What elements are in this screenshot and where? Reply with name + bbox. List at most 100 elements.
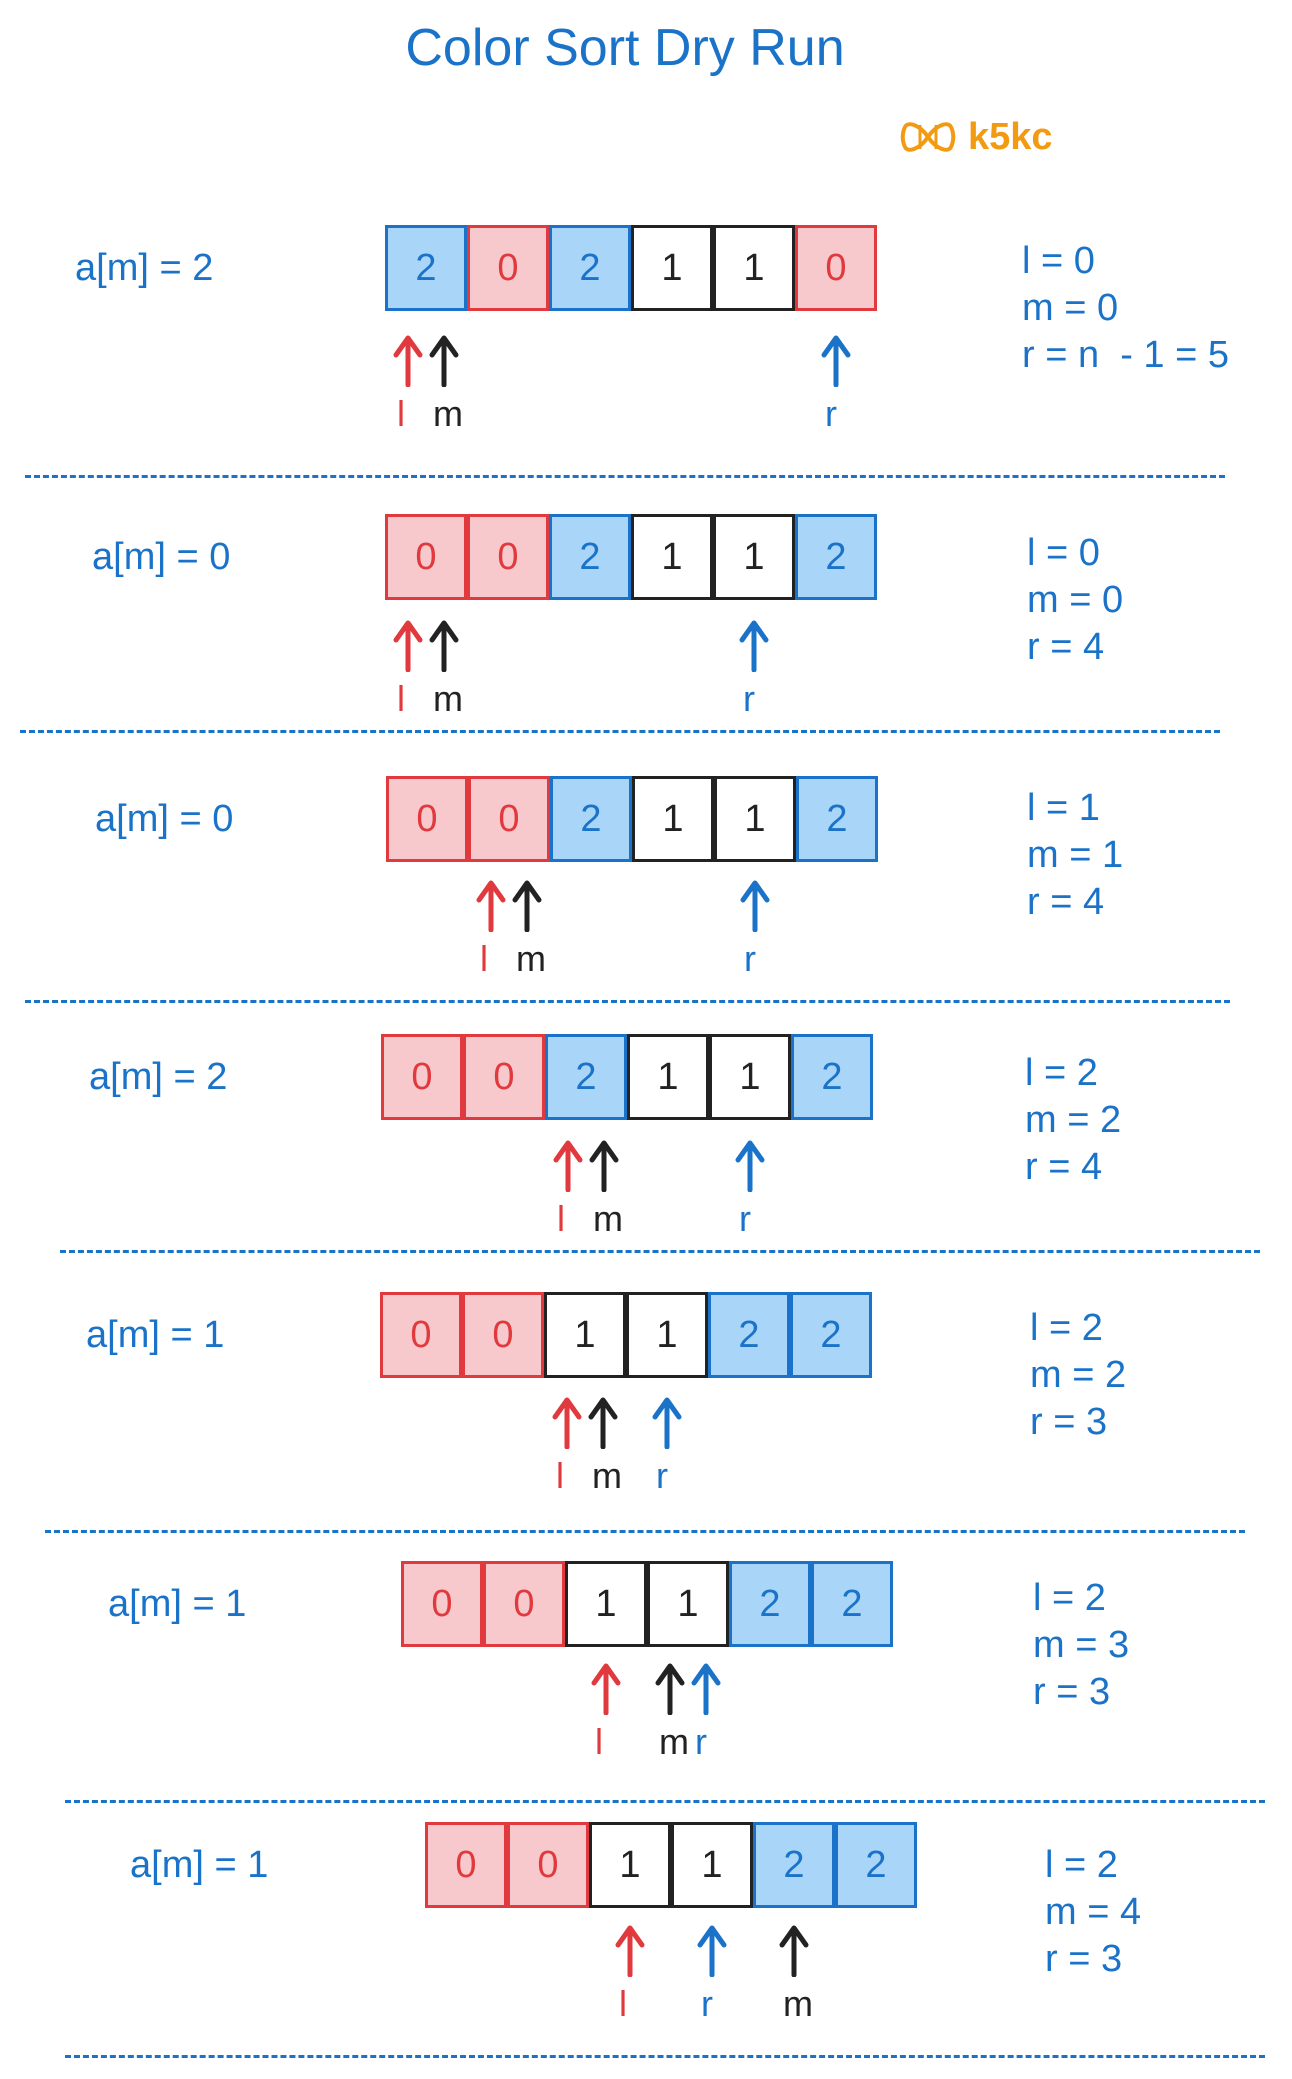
array-cell: 1: [627, 1034, 709, 1120]
step-condition: a[m] = 2: [75, 247, 214, 289]
bowtie-logo-icon: [900, 117, 956, 157]
pointer-m-label: m: [592, 1455, 622, 1496]
pointer-l-arrow-icon: [393, 620, 423, 672]
step-condition: a[m] = 1: [108, 1583, 247, 1625]
pointer-state-line: l = 2: [1030, 1307, 1103, 1349]
pointer-r-label: r: [656, 1455, 668, 1496]
array-cell: 2: [835, 1822, 917, 1908]
step-divider: [60, 1250, 1260, 1253]
array-cell: 0: [483, 1561, 565, 1647]
pointer-r-arrow-icon: [740, 880, 770, 932]
step-divider: [65, 1800, 1265, 1803]
array-cell: 2: [811, 1561, 893, 1647]
pointer-state-line: l = 2: [1025, 1052, 1098, 1094]
array-cell: 2: [753, 1822, 835, 1908]
brand-logo: k5kc: [900, 112, 1053, 162]
step-condition: a[m] = 1: [86, 1314, 225, 1356]
array-cell: 0: [425, 1822, 507, 1908]
pointer-l-arrow-icon: [591, 1663, 621, 1715]
pointer-l-label: l: [556, 1455, 564, 1496]
pointer-state-line: m = 0: [1022, 287, 1119, 329]
pointer-l-arrow-icon: [553, 1140, 583, 1192]
step-divider: [20, 730, 1220, 733]
pointer-state-line: l = 0: [1022, 240, 1095, 282]
pointer-l-arrow-icon: [552, 1397, 582, 1449]
pointer-state-line: r = n - 1 = 5: [1022, 334, 1229, 376]
pointer-m-label: m: [659, 1721, 689, 1762]
array-cell: 0: [385, 514, 467, 600]
array-cell: 1: [671, 1822, 753, 1908]
array-cell: 2: [791, 1034, 873, 1120]
array-cell: 1: [631, 514, 713, 600]
step-condition: a[m] = 0: [92, 536, 231, 578]
pointer-state: l = 2 m = 2 r = 4: [1025, 1050, 1121, 1191]
pointer-m-arrow-icon: [589, 1140, 619, 1192]
pointer-state-line: r = 4: [1025, 1146, 1103, 1188]
pointer-r-label: r: [739, 1198, 751, 1239]
step-divider: [25, 475, 1225, 478]
pointer-r-arrow-icon: [697, 1925, 727, 1977]
pointer-m-arrow-icon: [655, 1663, 685, 1715]
step-condition: a[m] = 1: [130, 1844, 269, 1886]
pointer-state-line: r = 3: [1045, 1938, 1123, 1980]
pointer-m-arrow-icon: [512, 880, 542, 932]
array-cell: 1: [565, 1561, 647, 1647]
pointer-l-arrow-icon: [393, 335, 423, 387]
array-cell: 1: [632, 776, 714, 862]
step-divider: [45, 1530, 1245, 1533]
array-cell: 2: [549, 514, 631, 600]
step-divider: [65, 2055, 1265, 2058]
pointer-r-label: r: [825, 393, 837, 434]
array-cell: 1: [544, 1292, 626, 1378]
pointer-state-line: m = 0: [1027, 579, 1124, 621]
pointer-state-line: r = 3: [1030, 1401, 1108, 1443]
step-divider: [25, 1000, 1230, 1003]
pointer-m-label: m: [593, 1198, 623, 1239]
pointer-state: l = 0 m = 0 r = 4: [1027, 530, 1123, 671]
pointer-state-line: m = 2: [1025, 1099, 1122, 1141]
pointer-m-label: m: [516, 938, 546, 979]
pointer-l-label: l: [397, 393, 405, 434]
array-cell: 0: [380, 1292, 462, 1378]
array-cell: 0: [795, 225, 877, 311]
array-cell: 2: [790, 1292, 872, 1378]
pointer-l-label: l: [557, 1198, 565, 1239]
pointer-state-line: l = 0: [1027, 532, 1100, 574]
array-cell: 0: [507, 1822, 589, 1908]
array-cell: 2: [549, 225, 631, 311]
pointer-m-arrow-icon: [429, 335, 459, 387]
pointer-l-arrow-icon: [615, 1925, 645, 1977]
array-cell: 2: [385, 225, 467, 311]
pointer-r-arrow-icon: [691, 1663, 721, 1715]
pointer-l-arrow-icon: [476, 880, 506, 932]
array-cell: 2: [545, 1034, 627, 1120]
pointer-l-label: l: [480, 938, 488, 979]
pointer-r-arrow-icon: [739, 620, 769, 672]
pointer-state-line: m = 1: [1027, 834, 1124, 876]
array-cell: 1: [714, 776, 796, 862]
diagram-title: Color Sort Dry Run: [405, 19, 845, 77]
array-cell: 1: [709, 1034, 791, 1120]
array-cell: 1: [713, 225, 795, 311]
pointer-state-line: m = 3: [1033, 1624, 1130, 1666]
pointer-m-arrow-icon: [588, 1397, 618, 1449]
pointer-r-arrow-icon: [652, 1397, 682, 1449]
pointer-m-label: m: [433, 678, 463, 719]
pointer-state: l = 0 m = 0 r = n - 1 = 5: [1022, 238, 1229, 379]
step-condition: a[m] = 2: [89, 1056, 228, 1098]
array-cell: 0: [401, 1561, 483, 1647]
array-cell: 0: [467, 225, 549, 311]
pointer-l-label: l: [595, 1721, 603, 1762]
array-cell: 0: [462, 1292, 544, 1378]
pointer-state-line: r = 4: [1027, 626, 1105, 668]
pointer-m-arrow-icon: [779, 1925, 809, 1977]
array-cell: 1: [631, 225, 713, 311]
array-cell: 1: [647, 1561, 729, 1647]
brand-text: k5kc: [968, 115, 1053, 158]
array-cell: 0: [386, 776, 468, 862]
array-cell: 2: [796, 776, 878, 862]
pointer-state-line: l = 1: [1027, 787, 1100, 829]
